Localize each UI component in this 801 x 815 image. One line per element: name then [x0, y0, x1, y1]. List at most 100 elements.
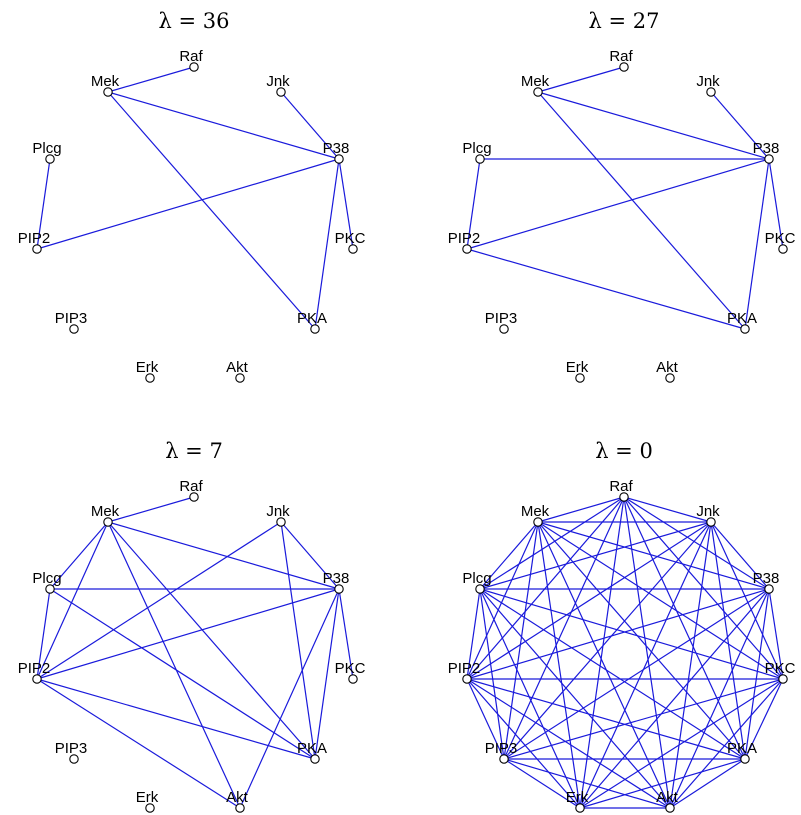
node-label: Erk	[566, 359, 589, 376]
edge-raf-akt	[623, 496, 671, 809]
edge-raf-mek	[537, 66, 625, 93]
node-label: PIP2	[448, 230, 481, 247]
node-erk	[575, 373, 585, 383]
node-p38	[334, 584, 344, 594]
node-jnk	[706, 87, 716, 97]
panel-title: λ = 36	[159, 9, 230, 33]
edge-mek-p38	[107, 91, 340, 160]
node-pka	[310, 754, 320, 764]
edge-p38-pip2	[466, 158, 770, 250]
edge-jnk-p38	[710, 91, 770, 160]
node-label: PIP3	[485, 740, 518, 757]
edge-erk-p38	[579, 588, 770, 809]
node-label: Akt	[656, 789, 679, 806]
edge-erk-jnk	[579, 521, 712, 809]
node-mek	[103, 87, 113, 97]
edge-akt-pka	[669, 758, 746, 809]
node-akt	[665, 373, 675, 383]
node-pip3	[499, 324, 509, 334]
edge-p38-pka	[744, 158, 770, 330]
node-label: PKC	[335, 660, 366, 677]
edge-plcg-pip3	[479, 588, 505, 760]
node-plcg	[475, 584, 485, 594]
edge-jnk-p38	[280, 91, 340, 160]
edge-erk-pkc	[579, 678, 784, 809]
node-label: Raf	[609, 478, 633, 495]
node-erk	[145, 373, 155, 383]
node-mek	[533, 87, 543, 97]
node-label: Jnk	[266, 73, 290, 90]
edge-plcg-jnk	[479, 521, 712, 590]
edge-pip3-pkc	[503, 678, 784, 760]
node-label: PIP3	[55, 740, 88, 757]
node-label: PKC	[765, 660, 796, 677]
node-label: Raf	[179, 478, 203, 495]
edge-pka-p38	[744, 588, 770, 760]
node-pip2	[32, 244, 42, 254]
node-label: PIP2	[448, 660, 481, 677]
edge-pip2-p38	[466, 588, 770, 680]
edge-mek-pip2	[36, 521, 109, 680]
node-label: PIP2	[18, 230, 51, 247]
node-p38	[764, 154, 774, 164]
edge-akt-p38	[669, 588, 770, 809]
edge-p38-pkc	[338, 158, 354, 250]
edge-pip2-erk	[466, 678, 581, 809]
node-pkc	[348, 244, 358, 254]
edge-mek-pka	[537, 91, 746, 330]
node-label: Mek	[91, 503, 120, 520]
node-raf	[189, 492, 199, 502]
node-label: PKA	[727, 740, 757, 757]
node-akt	[665, 803, 675, 813]
panel-title: λ = 27	[589, 9, 660, 33]
node-label: Mek	[521, 503, 550, 520]
edge-pip2-akt	[466, 678, 671, 809]
node-plcg	[45, 154, 55, 164]
node-p38	[764, 584, 774, 594]
node-pka	[740, 754, 750, 764]
edge-mek-p38	[537, 521, 770, 590]
edge-plcg-pkc	[479, 588, 784, 680]
edge-mek-p38	[537, 91, 770, 160]
node-label: Mek	[521, 73, 550, 90]
node-raf	[619, 62, 629, 72]
edge-mek-pip2	[466, 521, 539, 680]
edge-plcg-pip2	[36, 588, 51, 680]
edge-raf-mek	[537, 496, 625, 523]
node-label: PKA	[297, 740, 327, 757]
edge-plcg-pip2	[466, 158, 481, 250]
edge-mek-akt	[107, 521, 241, 809]
node-label: Akt	[226, 789, 249, 806]
edge-akt-jnk	[669, 521, 712, 809]
node-label: Jnk	[266, 503, 290, 520]
edge-mek-erk	[537, 521, 581, 809]
edge-mek-akt	[537, 521, 671, 809]
edge-raf-mek	[107, 66, 195, 93]
node-label: P38	[323, 570, 350, 587]
node-label: Plcg	[462, 140, 491, 157]
node-pip3	[499, 754, 509, 764]
node-label: Plcg	[32, 140, 61, 157]
panel-title: λ = 0	[595, 439, 653, 463]
node-label: Erk	[136, 789, 159, 806]
edge-pip3-akt	[503, 758, 671, 809]
node-erk	[145, 803, 155, 813]
node-label: Raf	[179, 48, 203, 65]
edge-p38-pka	[314, 588, 340, 760]
node-label: PKA	[727, 310, 757, 327]
node-akt	[235, 373, 245, 383]
edge-raf-pip2	[466, 496, 625, 680]
edge-raf-pkc	[623, 496, 784, 680]
node-pip2	[462, 244, 472, 254]
edge-pip2-pka	[466, 248, 746, 330]
edge-mek-pkc	[537, 521, 784, 680]
node-plcg	[475, 154, 485, 164]
node-label: Plcg	[462, 570, 491, 587]
edge-p38-jnk	[710, 521, 770, 590]
edge-raf-plcg	[479, 496, 625, 590]
node-label: P38	[323, 140, 350, 157]
